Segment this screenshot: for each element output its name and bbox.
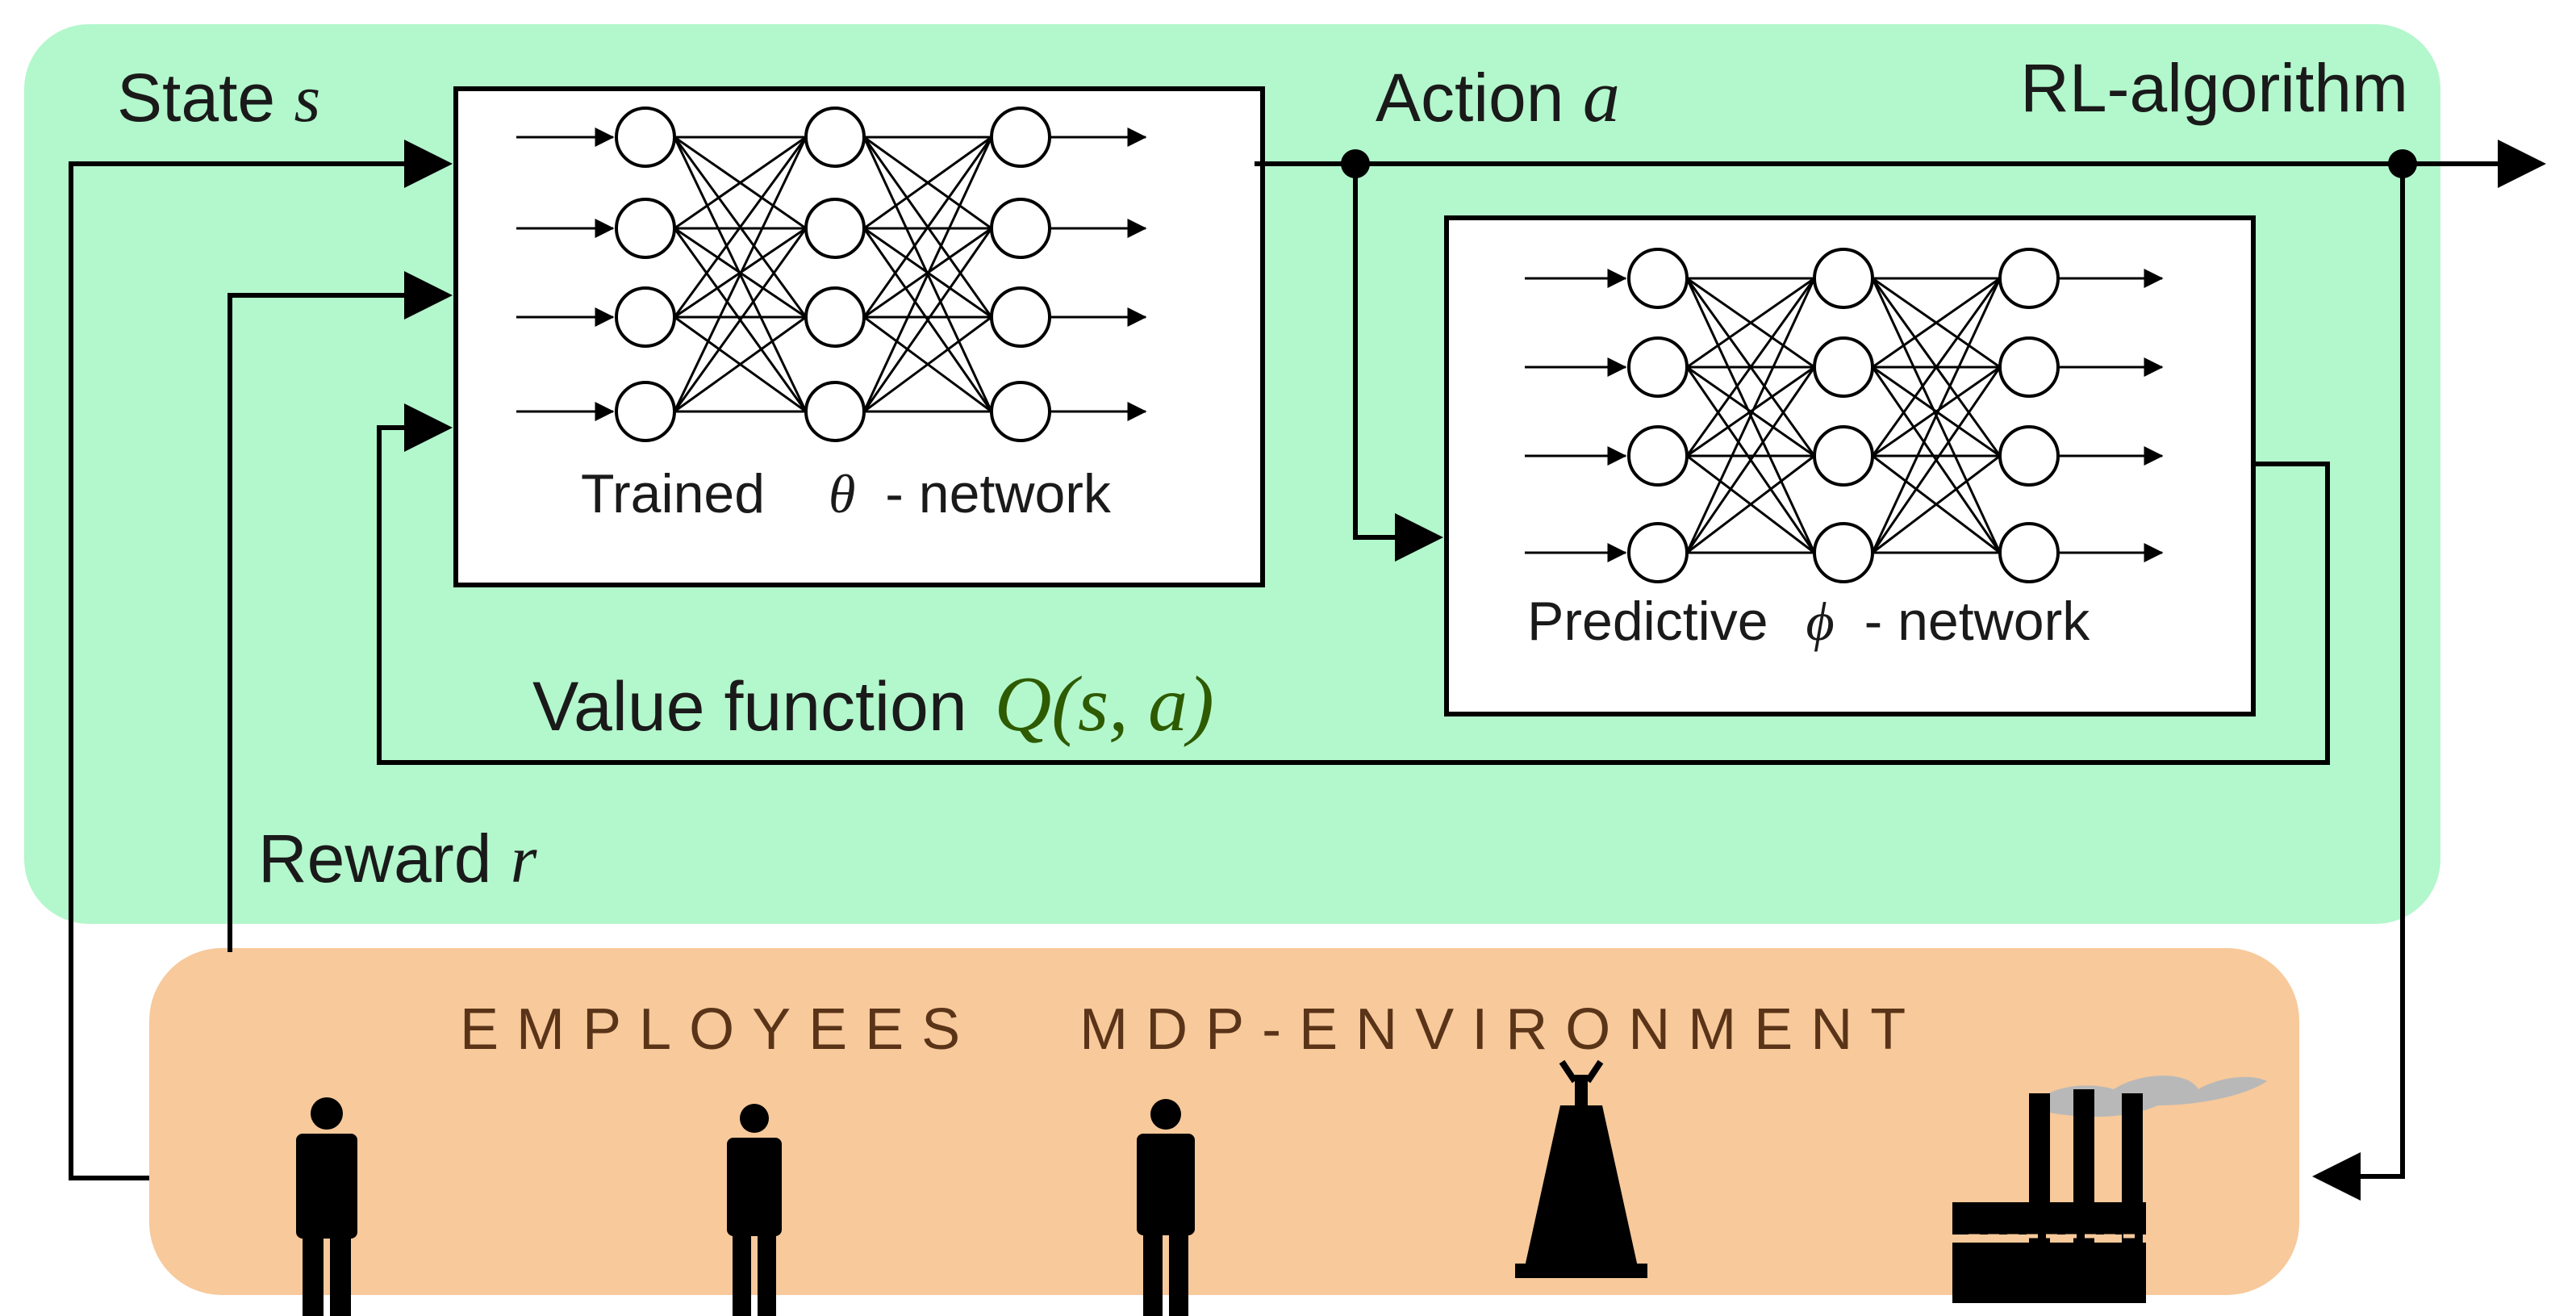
network-edge [1872,277,2001,369]
network-edge [862,136,993,318]
network-edge [673,136,808,318]
neuron-node [1813,522,1874,583]
neuron-node [990,107,1051,168]
neuron-node [1627,248,1689,309]
neuron-node [615,286,676,348]
rl-output-arrow [2312,164,2405,1201]
neuron-node [804,198,866,259]
neuron-node [1998,248,2060,309]
action-branch-arrow [1353,164,1443,562]
state-label: State s [117,60,320,136]
predictive-network-label: Predictive ϕ - network [1527,591,2090,652]
neuron-node [990,381,1051,442]
neuron-node [1813,248,1874,309]
person-icon [727,1104,782,1316]
output-junction [2388,149,2417,178]
neuron-node [1998,425,2060,487]
reward-arrow [228,271,453,952]
neuron-node [615,381,676,442]
rl-algorithm-label: RL-algorithm [2020,50,2408,126]
neuron-node [1627,522,1689,583]
trained-network-box: Trained θ - network [453,86,1265,587]
neuron-node [804,107,866,168]
neuron-node [615,198,676,259]
network-edge [674,315,807,413]
neuron-node [1998,522,2060,583]
network-edge [673,228,808,412]
action-label: Action a [1376,55,1620,137]
network-edge [1685,278,1816,457]
predictive-network-graph [1525,248,2164,583]
neuron-node [804,381,866,442]
neuron-node [990,198,1051,259]
neuron-node [1813,336,1874,398]
neuron-node [1627,336,1689,398]
reward-label: Reward r [258,821,537,897]
network-edge [1686,277,1815,369]
value-function-label: Value function Q(s, a) [532,661,1214,748]
network-edge [1871,366,2002,554]
neuron-node [1813,425,1874,487]
factory-icon [1952,1076,2267,1303]
neuron-node [1998,336,2060,398]
oil-rig-icon [1515,1059,1647,1278]
network-edge [1686,366,1815,457]
network-edge [863,136,992,230]
network-edge [674,136,807,230]
person-icon [296,1097,357,1316]
network-edge [862,136,993,412]
network-edge [863,315,992,413]
network-edge [862,228,993,412]
neuron-node [615,107,676,168]
connection-lines [69,140,2546,1201]
person-icon [1137,1099,1195,1316]
network-edge [1872,454,2001,554]
environment-title: EMPLOYEES MDP-ENVIRONMENT [460,997,1923,1062]
trained-network-graph [516,107,1147,442]
network-edge [1685,278,1816,554]
network-edge [1685,366,1816,554]
action-junction [1341,149,1370,178]
value-function-arrow [377,403,2330,765]
network-edge [1872,366,2001,457]
state-arrow [69,140,453,1180]
neuron-node [1627,425,1689,487]
neuron-node [990,286,1051,348]
network-edge [1871,278,2002,457]
network-edge [673,136,808,412]
predictive-network-box: Predictive ϕ - network [1444,215,2256,716]
environment-region [149,948,2299,1295]
neuron-node [804,286,866,348]
network-edge [1686,454,1815,554]
network-edge [1871,278,2002,554]
trained-network-label: Trained θ - network [581,463,1112,524]
